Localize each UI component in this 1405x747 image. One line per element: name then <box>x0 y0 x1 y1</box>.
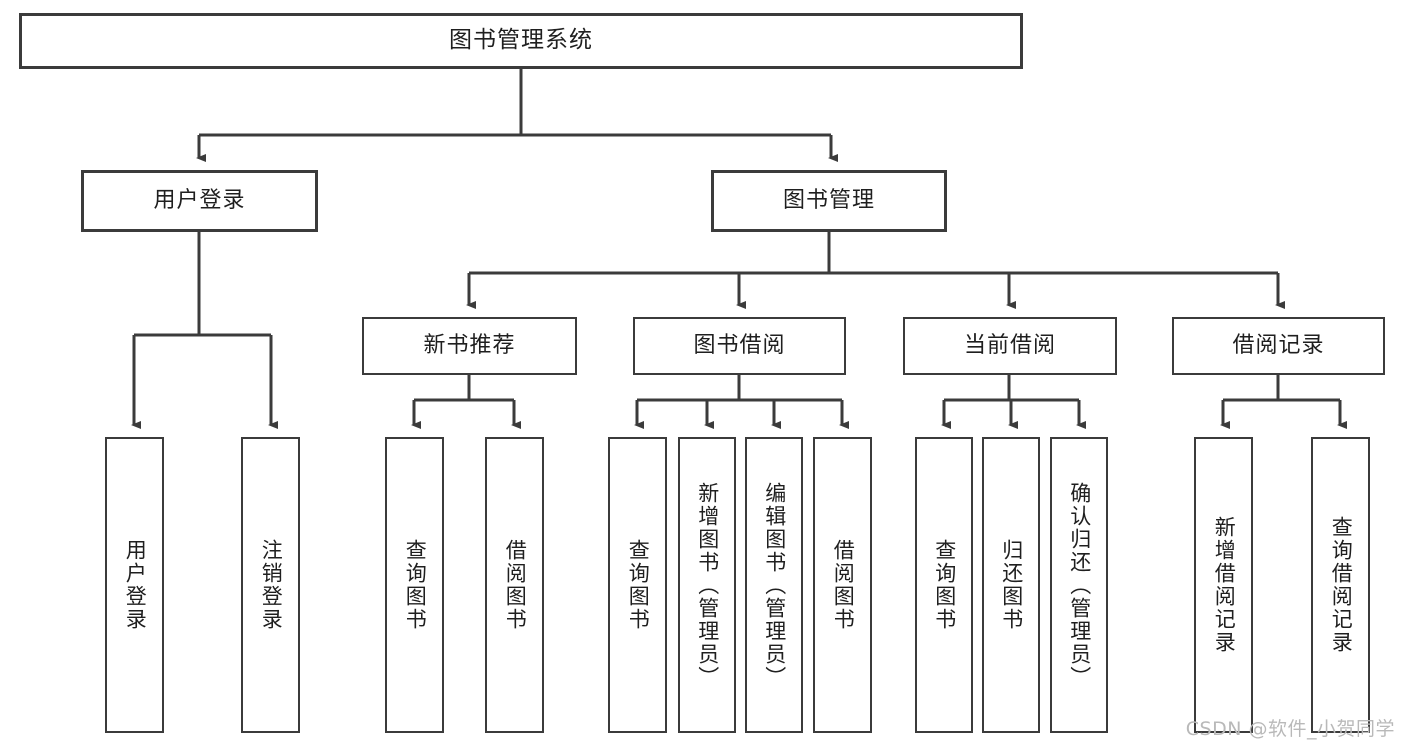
node-leaf-confirm-return-label: 确认归还（管理员） <box>1067 481 1092 689</box>
node-user-login[interactable]: 用户登录 <box>81 170 318 232</box>
node-leaf-confirm-return[interactable]: 确认归还（管理员） <box>1050 437 1108 733</box>
node-leaf-edit-book[interactable]: 编辑图书（管理员） <box>745 437 803 733</box>
node-leaf-query-record-label: 查询借阅记录 <box>1329 516 1354 654</box>
node-leaf-query-book-2-label: 查询图书 <box>626 539 651 631</box>
node-leaf-add-book[interactable]: 新增图书（管理员） <box>678 437 736 733</box>
node-leaf-logout[interactable]: 注销登录 <box>241 437 300 733</box>
node-root[interactable]: 图书管理系统 <box>19 13 1023 69</box>
node-leaf-logout-label: 注销登录 <box>259 539 284 631</box>
node-borrow-record-label: 借阅记录 <box>1232 333 1325 359</box>
node-leaf-query-book-1[interactable]: 查询图书 <box>385 437 444 733</box>
node-leaf-user-login[interactable]: 用户登录 <box>105 437 164 733</box>
node-new-book-recommend-label: 新书推荐 <box>423 333 516 359</box>
node-current-borrow-label: 当前借阅 <box>963 333 1056 359</box>
node-book-manage-label: 图书管理 <box>782 188 875 214</box>
node-leaf-return-book-label: 归还图书 <box>999 539 1024 631</box>
node-leaf-query-book-3-label: 查询图书 <box>932 539 957 631</box>
node-leaf-query-book-1-label: 查询图书 <box>403 539 428 631</box>
node-leaf-return-book[interactable]: 归还图书 <box>982 437 1040 733</box>
node-leaf-query-book-3[interactable]: 查询图书 <box>915 437 973 733</box>
node-new-book-recommend[interactable]: 新书推荐 <box>362 317 577 375</box>
node-book-manage[interactable]: 图书管理 <box>711 170 947 232</box>
node-book-borrow[interactable]: 图书借阅 <box>633 317 846 375</box>
csdn-watermark: CSDN @软件_小贺同学 <box>1185 718 1395 740</box>
node-leaf-borrow-book-1[interactable]: 借阅图书 <box>485 437 544 733</box>
node-leaf-borrow-book-1-label: 借阅图书 <box>503 539 528 631</box>
node-leaf-add-record-label: 新增借阅记录 <box>1212 516 1237 654</box>
node-leaf-add-record[interactable]: 新增借阅记录 <box>1194 437 1253 733</box>
node-borrow-record[interactable]: 借阅记录 <box>1172 317 1385 375</box>
node-leaf-query-record[interactable]: 查询借阅记录 <box>1311 437 1370 733</box>
node-leaf-user-login-label: 用户登录 <box>123 539 148 631</box>
node-user-login-label: 用户登录 <box>153 188 246 214</box>
node-leaf-borrow-book-2-label: 借阅图书 <box>831 539 856 631</box>
node-book-borrow-label: 图书借阅 <box>693 333 786 359</box>
node-leaf-add-book-label: 新增图书（管理员） <box>695 481 720 689</box>
node-root-label: 图书管理系统 <box>449 27 593 54</box>
node-leaf-edit-book-label: 编辑图书（管理员） <box>762 481 787 689</box>
node-leaf-borrow-book-2[interactable]: 借阅图书 <box>813 437 872 733</box>
node-current-borrow[interactable]: 当前借阅 <box>903 317 1117 375</box>
node-leaf-query-book-2[interactable]: 查询图书 <box>608 437 667 733</box>
